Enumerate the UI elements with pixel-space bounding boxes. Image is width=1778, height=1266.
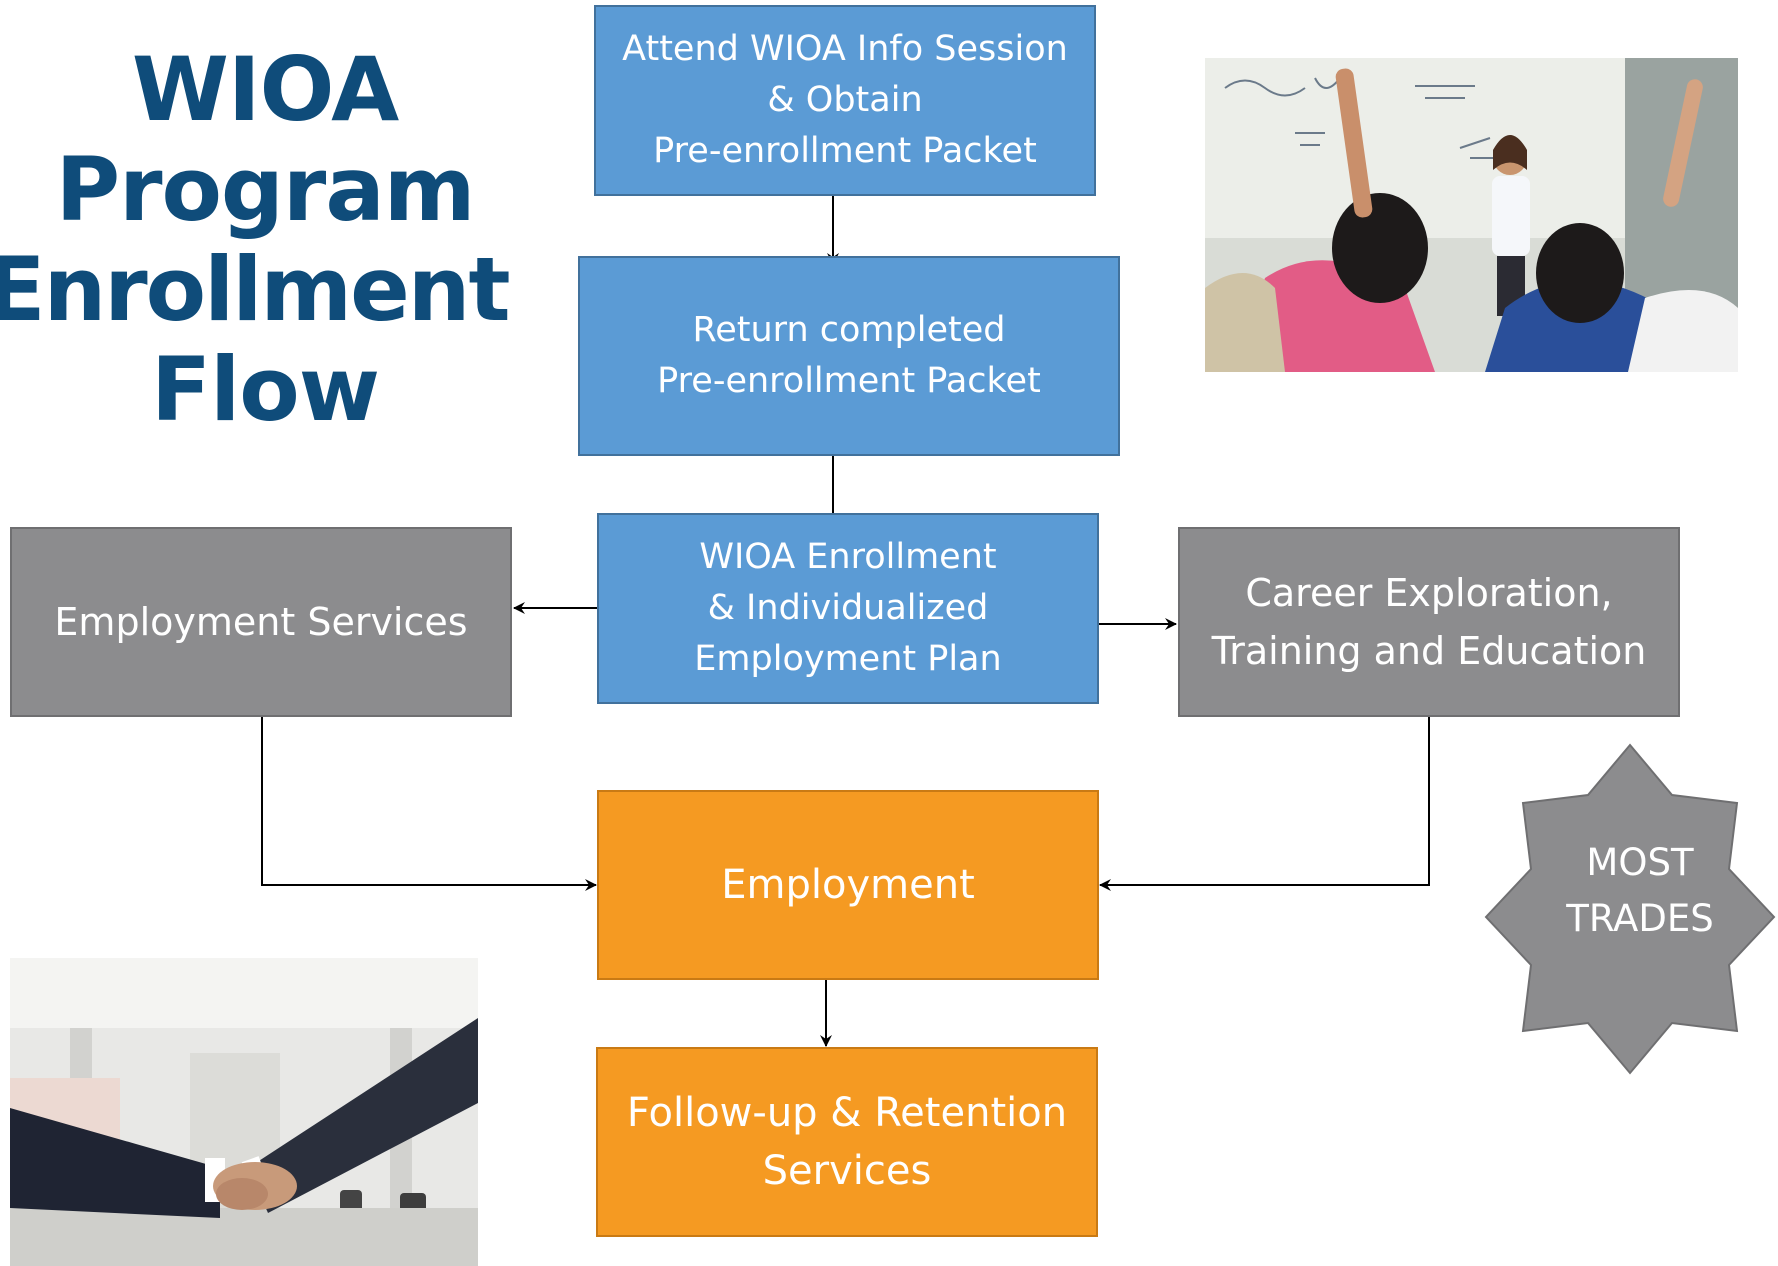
most-trades-badge: MOST TRADES (1530, 835, 1750, 947)
title-line-3: Enrollment (0, 238, 511, 341)
node-career-exploration-line-2: Training and Education (1211, 629, 1647, 673)
node-career-exploration-line-1: Career Exploration, (1245, 571, 1613, 615)
node-enrollment-line-1: WIOA Enrollment (699, 537, 997, 577)
node-enrollment: WIOA Enrollment & Individualized Employm… (597, 513, 1099, 704)
arrow-career-to-employment (1099, 717, 1430, 891)
node-info-session-line-1: Attend WIOA Info Session (622, 29, 1068, 69)
node-employment: Employment (597, 790, 1099, 980)
page-title: WIOA Program Enrollment Flow (0, 40, 530, 440)
title-line-2: Program (55, 138, 476, 241)
node-follow-up-line-1: Follow-up & Retention (626, 1090, 1068, 1136)
node-follow-up-line-2: Services (762, 1148, 932, 1194)
node-enrollment-line-2: & Individualized (707, 588, 989, 628)
badge-line-1: MOST (1586, 841, 1694, 884)
node-return-packet-line-2: Pre-enrollment Packet (657, 361, 1041, 401)
handshake-photo (10, 958, 478, 1266)
node-return-packet-line-1: Return completed (692, 310, 1006, 350)
node-info-session-line-3: Pre-enrollment Packet (653, 131, 1037, 171)
node-career-exploration: Career Exploration, Training and Educati… (1178, 527, 1680, 717)
node-info-session-line-2: & Obtain (767, 80, 923, 120)
most-trades-star (1484, 743, 1776, 1075)
node-employment-services-label: Employment Services (54, 600, 468, 644)
classroom-photo (1205, 58, 1738, 372)
node-return-packet: Return completed Pre-enrollment Packet (578, 256, 1120, 456)
title-line-4: Flow (150, 338, 380, 441)
title-line-1: WIOA (131, 38, 399, 141)
node-enrollment-line-3: Employment Plan (694, 639, 1002, 679)
node-follow-up: Follow-up & Retention Services (596, 1047, 1098, 1237)
badge-line-2: TRADES (1566, 897, 1714, 940)
node-employment-services: Employment Services (10, 527, 512, 717)
node-employment-label: Employment (721, 862, 975, 908)
arrow-employment-services-to-employment (261, 717, 597, 891)
node-info-session: Attend WIOA Info Session & Obtain Pre-en… (594, 5, 1096, 196)
